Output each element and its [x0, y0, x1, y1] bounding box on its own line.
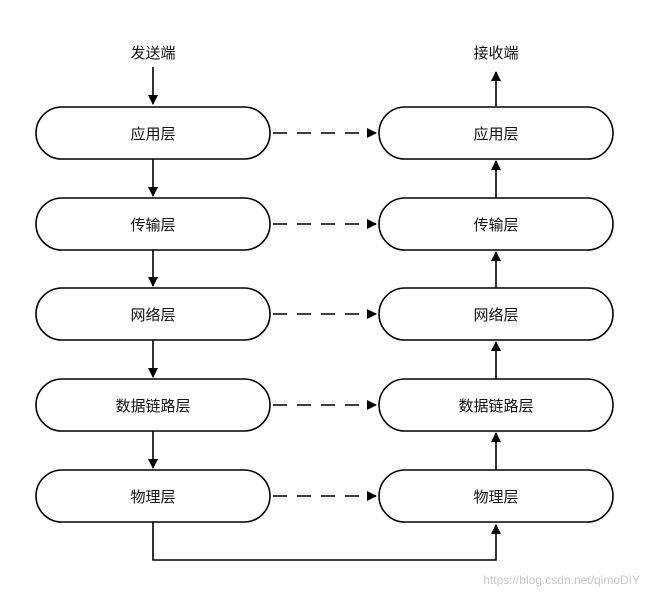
- svg-text:应用层: 应用层: [473, 125, 518, 143]
- svg-text:数据链路层: 数据链路层: [458, 397, 533, 415]
- sender-layer-transport: 传输层: [35, 197, 271, 251]
- receiver-layer-physical: 物理层: [378, 469, 614, 523]
- receiver-layer-datalink: 数据链路层: [378, 378, 614, 432]
- sender-layer-network: 网络层: [35, 287, 271, 341]
- svg-text:网络层: 网络层: [473, 306, 518, 324]
- receiver-layer-application: 应用层: [378, 106, 614, 160]
- svg-text:传输层: 传输层: [473, 216, 518, 234]
- receiver-layer-transport: 传输层: [378, 197, 614, 251]
- svg-text:网络层: 网络层: [130, 306, 175, 324]
- sender-layer-application: 应用层: [35, 106, 271, 160]
- sender-layer-physical: 物理层: [35, 469, 271, 523]
- receiver-layer-network: 网络层: [378, 287, 614, 341]
- physical-medium-link: [152, 522, 501, 561]
- watermark-text: https://blog.csdn.net/qimoDIY: [483, 573, 640, 587]
- svg-text:应用层: 应用层: [130, 125, 175, 143]
- svg-text:数据链路层: 数据链路层: [115, 397, 190, 415]
- sender-layer-datalink: 数据链路层: [35, 378, 271, 432]
- receiver-title: 接收端: [473, 44, 518, 62]
- sender-title: 发送端: [130, 44, 175, 62]
- svg-text:物理层: 物理层: [473, 488, 518, 506]
- svg-text:传输层: 传输层: [130, 216, 175, 234]
- svg-text:物理层: 物理层: [130, 488, 175, 506]
